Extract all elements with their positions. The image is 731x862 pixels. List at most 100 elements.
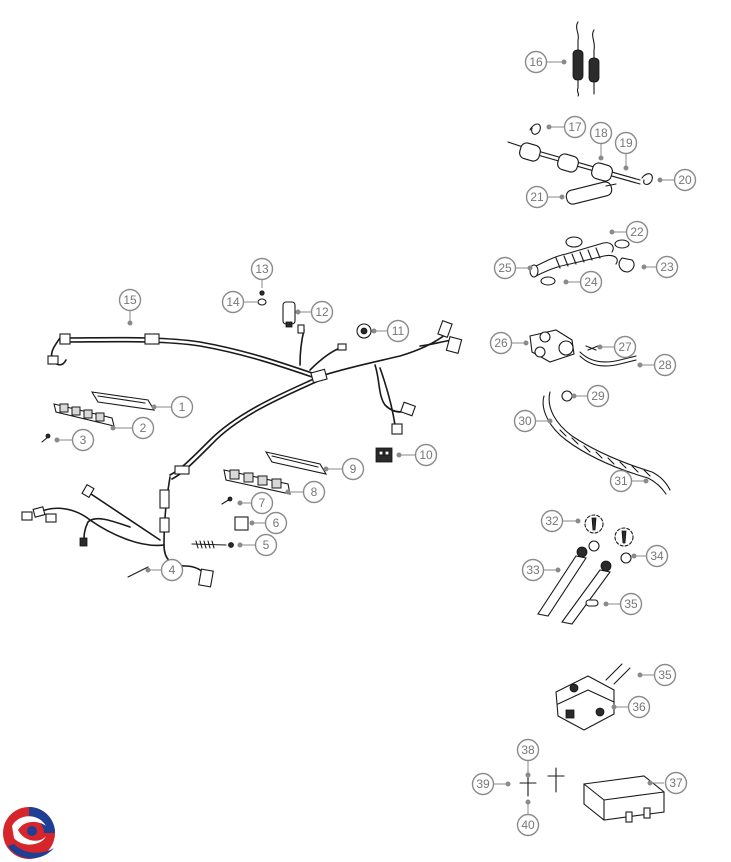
callout-22: 22 — [625, 220, 649, 244]
part-20-clip — [641, 173, 653, 186]
part-10-relay — [375, 447, 393, 463]
callout-11: 11 — [386, 319, 410, 343]
part-6-label — [234, 516, 249, 531]
part-2-terminal-block — [53, 403, 115, 427]
callout-4: 4 — [160, 558, 184, 582]
callout-label: 15 — [123, 293, 137, 307]
callout-label: 18 — [594, 126, 608, 140]
callout-label: 21 — [530, 190, 544, 204]
part-24-clamp — [540, 276, 556, 286]
callout-8: 8 — [302, 480, 326, 504]
callout-38: 38 — [516, 738, 540, 762]
callout-28: 28 — [653, 353, 677, 377]
part-36-pump — [555, 675, 615, 731]
callout-label: 37 — [669, 776, 683, 790]
callout-label: 24 — [584, 275, 598, 289]
callout-label: 17 — [568, 120, 582, 134]
part-28-hose — [579, 351, 637, 367]
callout-20: 20 — [673, 168, 697, 192]
wiring-harness — [21, 320, 463, 588]
callout-33: 33 — [521, 558, 545, 582]
callout-16: 16 — [524, 50, 548, 74]
part-25-hose — [529, 236, 618, 278]
callout-30: 30 — [513, 409, 537, 433]
callout-5: 5 — [254, 533, 278, 557]
callout-24: 24 — [579, 270, 603, 294]
part-38-40-fittings — [519, 767, 565, 797]
part-37-module — [583, 775, 665, 823]
part-29-ring — [561, 390, 573, 402]
callout-35: 35 — [619, 592, 643, 616]
callout-label: 4 — [169, 563, 176, 577]
part-26-valve — [529, 329, 575, 363]
callout-label: 11 — [392, 324, 405, 338]
part-27-clip — [585, 345, 599, 351]
callout-14: 14 — [221, 290, 245, 314]
callout-label: 12 — [315, 305, 329, 319]
callout-34: 34 — [645, 544, 669, 568]
part-12-switch — [282, 301, 296, 328]
part-23-clamp — [618, 257, 635, 273]
callout-label: 8 — [311, 485, 318, 499]
callout-29: 29 — [586, 384, 610, 408]
callout-label: 36 — [632, 700, 646, 714]
callout-36: 36 — [627, 695, 651, 719]
callout-label: 34 — [650, 549, 664, 563]
callout-40: 40 — [516, 813, 540, 837]
callout-label: 29 — [591, 389, 605, 403]
callout-label: 5 — [263, 538, 270, 552]
callout-3: 3 — [71, 428, 95, 452]
part-4-pin — [127, 566, 149, 578]
callout-18: 18 — [589, 121, 613, 145]
callout-label: 19 — [619, 136, 633, 150]
callout-label: 35 — [624, 597, 638, 611]
callout-9: 9 — [341, 457, 365, 481]
callout-label: 6 — [273, 516, 280, 530]
brand-logo-icon — [3, 807, 55, 859]
callout-label: 10 — [419, 448, 433, 462]
callout-label: 1 — [179, 400, 186, 414]
part-1-cover — [90, 391, 156, 411]
callout-19: 19 — [614, 131, 638, 155]
callout-label: 14 — [226, 295, 240, 309]
callout-26: 26 — [489, 331, 513, 355]
callout-label: 13 — [255, 262, 269, 276]
callout-label: 30 — [518, 414, 532, 428]
callout-label: 20 — [678, 173, 692, 187]
callout-label: 31 — [614, 474, 628, 488]
part-30-31-hose — [542, 391, 671, 495]
part-9-cover — [264, 451, 328, 475]
part-5-bolt — [191, 540, 234, 549]
part-34-washer — [588, 540, 632, 564]
callout-label: 33 — [526, 563, 540, 577]
callout-label: 25 — [498, 261, 512, 275]
callout-label: 40 — [521, 818, 535, 832]
part-33-shock-absorbers — [537, 546, 612, 625]
part-3-screw — [41, 433, 51, 443]
callout-label: 9 — [350, 462, 357, 476]
part-22-clamp — [614, 239, 630, 249]
callout-27: 27 — [613, 335, 637, 359]
callout-label: 27 — [618, 340, 632, 354]
part-32-screw — [584, 514, 634, 547]
leader-lines — [54, 59, 674, 814]
callout-label: 7 — [259, 496, 266, 510]
callout-label: 39 — [476, 777, 490, 791]
callout-6: 6 — [264, 511, 288, 535]
callout-label: 26 — [494, 336, 508, 350]
callout-label: 38 — [521, 743, 535, 757]
part-8-terminal-block — [223, 469, 291, 495]
callout-31: 31 — [609, 469, 633, 493]
callout-32: 32 — [540, 509, 564, 533]
callout-25: 25 — [493, 256, 517, 280]
part-7-screw — [221, 496, 233, 505]
callout-label: 35 — [658, 668, 672, 682]
callout-label: 28 — [658, 358, 672, 372]
callout-label: 3 — [80, 433, 87, 447]
callout-label: 2 — [140, 421, 147, 435]
callout-label: 23 — [660, 260, 674, 274]
callout-1: 1 — [170, 395, 194, 419]
callout-37: 37 — [664, 771, 688, 795]
part-13-screw — [259, 290, 265, 296]
callout-10: 10 — [414, 443, 438, 467]
